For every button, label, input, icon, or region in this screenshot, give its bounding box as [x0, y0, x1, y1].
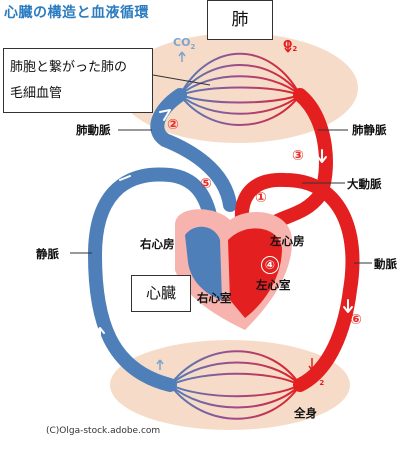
step-5-marker: ⑤	[200, 176, 212, 192]
right-atrium-label: 右心房	[140, 237, 175, 251]
vein-label: 静脈	[36, 247, 59, 261]
gas-arrows	[156, 40, 316, 371]
lung-co2-label: CO2	[173, 36, 195, 51]
lung-o2-label: O2	[283, 38, 297, 53]
step-2-marker: ②	[167, 117, 179, 133]
aorta-vessel	[234, 172, 360, 392]
capillary-label-line1: 肺胞と繋がった肺の	[10, 60, 128, 75]
lung-o2-subscript: 2	[292, 45, 298, 54]
lung-co2-subscript: 2	[190, 43, 196, 52]
step-3-marker: ③	[292, 148, 304, 164]
left-ventricle-label: 左心室	[256, 278, 291, 292]
body-capillaries	[169, 350, 301, 420]
step-4-marker: ④	[261, 256, 279, 274]
flow-arrows	[95, 109, 353, 341]
lung-label-box: 肺	[207, 0, 273, 40]
artery-label: 動脈	[374, 257, 397, 271]
image-credit: (C)Olga-stock.adobe.com	[46, 426, 161, 436]
whole-body-label: 全身	[294, 406, 317, 420]
body-o2-subscript: 2	[319, 379, 325, 388]
body-co2-label: CO2	[147, 374, 169, 389]
left-atrium-label: 左心房	[270, 234, 305, 248]
leader-lines	[70, 74, 372, 264]
aorta-label: 大動脈	[347, 177, 382, 191]
lung-capillaries	[179, 52, 301, 126]
pulmonary-vein-label: 肺静脈	[352, 123, 387, 137]
body-o2-label: O2	[310, 372, 324, 387]
body-co2-text: CO	[147, 374, 165, 387]
capillary-label-line2: 毛細血管	[10, 86, 63, 101]
page-title: 心臓の構造と血液循環	[4, 5, 149, 21]
step-1-marker: ①	[255, 190, 267, 206]
right-heart-chamber	[185, 226, 222, 300]
body-o2-text: O	[310, 372, 320, 385]
body-co2-subscript: 2	[164, 381, 170, 390]
heart-label-box: 心臓	[131, 275, 191, 312]
left-heart-chamber	[228, 228, 282, 318]
lung-co2-text: CO	[173, 36, 191, 49]
vein-vessel	[87, 167, 217, 392]
pulmonary-artery-label: 肺動脈	[76, 123, 111, 137]
capillary-label-box: 肺胞と繋がった肺の 毛細血管	[3, 48, 153, 113]
body-region	[110, 340, 350, 430]
lung-o2-text: O	[283, 38, 293, 51]
right-ventricle-label: 右心室	[197, 291, 232, 305]
step-6-marker: ⑥	[350, 312, 362, 328]
